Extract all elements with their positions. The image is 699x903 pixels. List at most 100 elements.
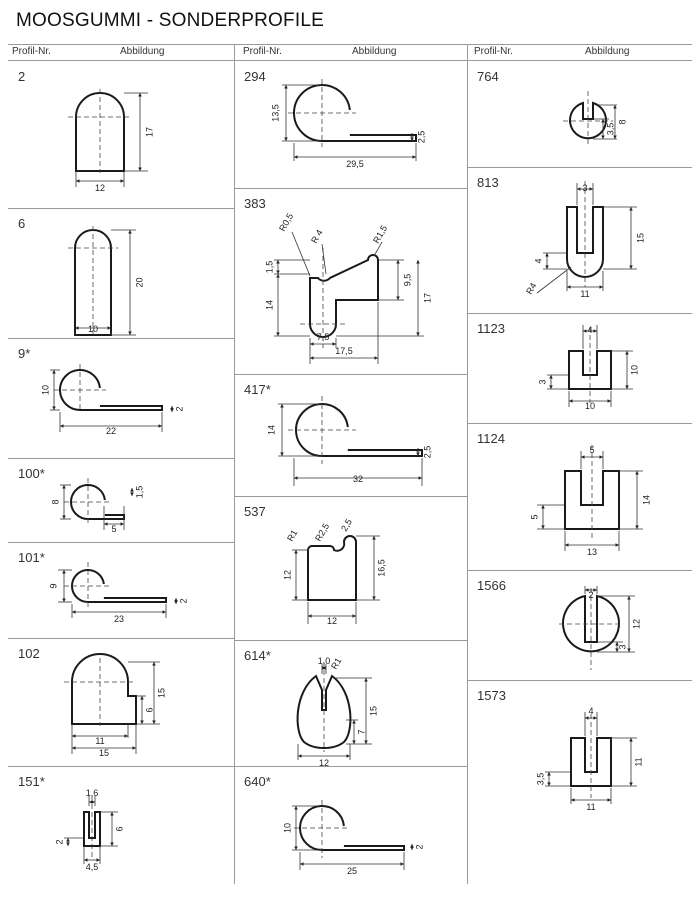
dim-lower: 7 bbox=[352, 720, 366, 744]
dim-height-label: 15 bbox=[156, 688, 166, 698]
profile-number: 9* bbox=[18, 346, 31, 361]
dim-thickness-label: 2,5 bbox=[422, 446, 432, 459]
row-rule bbox=[234, 496, 467, 497]
dim-height: 11 bbox=[629, 738, 643, 786]
dim-thickness: 2,5 bbox=[410, 131, 426, 143]
profile-cell: 4 11 3,5 11 1573 bbox=[467, 680, 692, 884]
profile-number: 764 bbox=[477, 69, 499, 84]
dim-height-label: 15 bbox=[368, 706, 378, 716]
dim-slot: 4 bbox=[583, 325, 597, 335]
dim-height: 17 bbox=[138, 93, 154, 171]
dim-base: 3 bbox=[615, 642, 627, 652]
profile-sketch: 851,5 bbox=[50, 478, 144, 534]
top-rule bbox=[8, 44, 692, 45]
dim-height-label: 17 bbox=[144, 127, 154, 137]
column-header-profil-1: Profil-Nr. bbox=[12, 46, 51, 57]
dim-tail: 5 bbox=[104, 522, 124, 534]
profile-drawing: 10 20 bbox=[8, 208, 234, 338]
dim-height-total: 16,5 bbox=[372, 536, 386, 600]
dim-height-label: 9 bbox=[48, 583, 58, 588]
dim-height-label: 20 bbox=[134, 277, 144, 287]
row-rule bbox=[467, 570, 692, 571]
profile-number: 417* bbox=[244, 382, 271, 397]
dim-width-top-label: 11 bbox=[95, 736, 104, 746]
dim-length: 22 bbox=[60, 424, 162, 436]
dim-slot-label: 5 bbox=[589, 445, 594, 455]
profile-outline bbox=[59, 369, 163, 411]
dim-slot-label: 1,6 bbox=[86, 788, 99, 798]
label-25: 2,5 bbox=[339, 517, 354, 533]
dim-height-label: 8 bbox=[50, 499, 60, 504]
dim-length-label: 25 bbox=[347, 866, 357, 876]
profile-sketch: 10 20 bbox=[68, 226, 144, 336]
dim-width-label: 10 bbox=[88, 324, 98, 334]
dim-width-label: 11 bbox=[580, 289, 589, 299]
dim-height-label: 11 bbox=[633, 757, 643, 766]
row-rule bbox=[467, 423, 692, 424]
dim-base: 2 bbox=[54, 838, 70, 846]
profile-sketch: 4 3 10 10 bbox=[537, 325, 639, 411]
header-rule bbox=[8, 60, 692, 61]
dim-height: 10 bbox=[282, 806, 298, 850]
dim-height-right: 9,5 bbox=[396, 260, 412, 300]
column-header-abbildung-1: Abbildung bbox=[120, 46, 165, 57]
row-rule bbox=[8, 208, 234, 209]
dim-width-label: 12 bbox=[319, 758, 329, 766]
profile-outline bbox=[75, 92, 125, 172]
profile-outline bbox=[293, 84, 417, 142]
dim-base-label: 3 bbox=[537, 379, 547, 384]
profile-outline bbox=[307, 535, 357, 601]
dim-thickness: 1,5 bbox=[130, 486, 144, 498]
dim-height-label: 10 bbox=[629, 365, 639, 375]
dim-base: 3,5 bbox=[535, 772, 551, 786]
dim-width: 10 bbox=[569, 399, 611, 411]
dim-height-left-label: 12 bbox=[282, 570, 292, 580]
profile-number: 6 bbox=[18, 216, 26, 231]
profile-outline bbox=[70, 484, 125, 520]
label-r1: R1 bbox=[285, 528, 299, 543]
dim-slot: 4 bbox=[585, 706, 597, 720]
dim-width: 17,5 bbox=[310, 346, 378, 360]
dim-width-label: 4,5 bbox=[86, 862, 99, 872]
row-rule bbox=[234, 766, 467, 767]
dim-height-label: 10 bbox=[282, 823, 292, 833]
page-title: MOOSGUMMI - SONDERPROFILE bbox=[16, 10, 324, 31]
dim-slot-label: 4 bbox=[587, 325, 592, 335]
profile-drawing: 4 3 10 10 bbox=[467, 313, 692, 423]
dim-width-label: 12 bbox=[327, 616, 337, 626]
profile-number: 1573 bbox=[477, 688, 506, 703]
dim-width: 11 bbox=[571, 798, 611, 812]
profile-outline bbox=[299, 805, 405, 851]
profile-number: 1566 bbox=[477, 578, 506, 593]
dim-thickness: 2 bbox=[174, 598, 188, 604]
dim-thickness: 2 bbox=[410, 844, 424, 850]
dim-width-label: 15 bbox=[99, 748, 109, 758]
profile-number: 102 bbox=[18, 646, 40, 661]
dim-slot-label: 1,0 bbox=[318, 656, 331, 666]
dim-slot: 1,0 bbox=[318, 656, 331, 670]
dim-height: 13,5 bbox=[270, 85, 288, 141]
profile-outline bbox=[566, 206, 604, 278]
column-divider-2 bbox=[467, 44, 468, 884]
dim-thickness: 2 bbox=[170, 406, 184, 412]
dim-height-label: 14 bbox=[266, 425, 276, 435]
profile-number: 1124 bbox=[477, 431, 505, 446]
profile-outline bbox=[71, 569, 167, 603]
profile-number: 151* bbox=[18, 774, 45, 789]
dim-base: 5 bbox=[529, 505, 545, 529]
row-rule bbox=[8, 338, 234, 339]
